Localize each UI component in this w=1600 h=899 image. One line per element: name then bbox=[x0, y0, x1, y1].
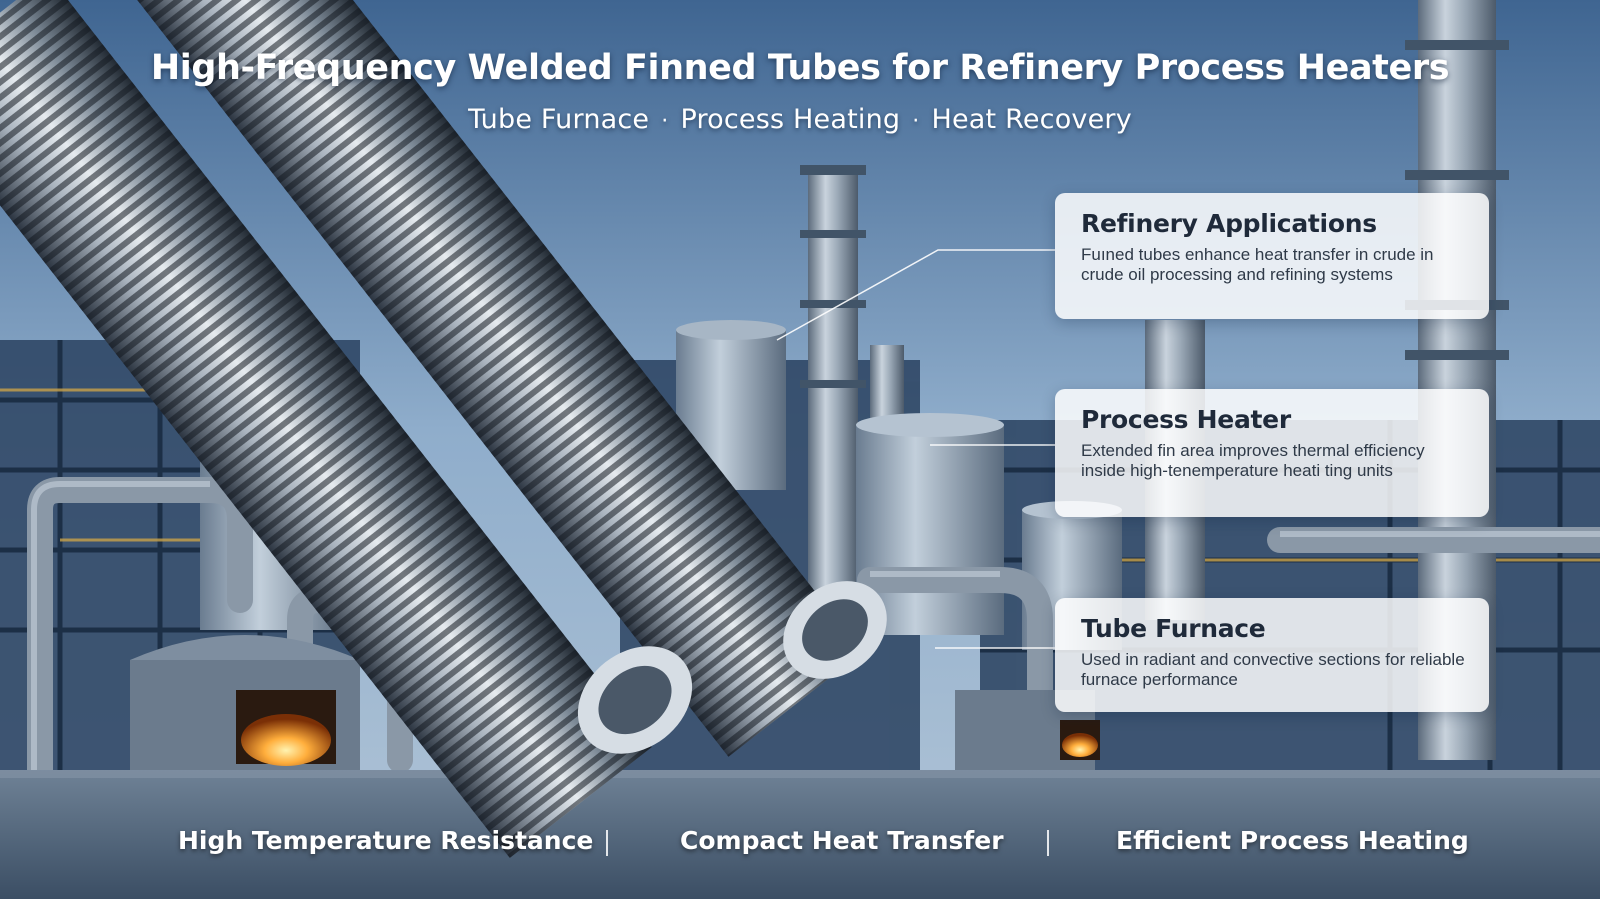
feature-high-temperature: High Temperature Resistance bbox=[178, 826, 594, 855]
furnace-fire-icon bbox=[130, 635, 1100, 770]
feature-divider bbox=[606, 830, 608, 856]
feature-divider bbox=[1047, 830, 1049, 856]
card-text: Extended fin area improves thermal effic… bbox=[1081, 441, 1425, 480]
card-process-heater: Process Heater Extended fin area improve… bbox=[1055, 389, 1489, 517]
card-title: Tube Furnace bbox=[1081, 614, 1266, 643]
card-text: Fuıned tubes enhance heat transfer in cr… bbox=[1081, 245, 1434, 284]
tag-separator: · bbox=[661, 109, 669, 134]
feature-efficient-heating: Efficient Process Heating bbox=[1116, 826, 1469, 855]
card-tube-furnace: Tube Furnace Used in radiant and convect… bbox=[1055, 598, 1489, 712]
finned-tube-icon bbox=[0, 0, 887, 858]
subtitle-tags: Tube Furnace · Process Heating · Heat Recove… bbox=[0, 104, 1600, 135]
page-title: High-Frequency Welded Finned Tubes for R… bbox=[150, 48, 1450, 88]
distillation-column-icon bbox=[800, 0, 1509, 760]
card-text: Used in radiant and convective sections … bbox=[1081, 650, 1465, 689]
card-title: Refinery Applications bbox=[1081, 209, 1377, 238]
tag-heat-recovery: Heat Recovery bbox=[931, 104, 1132, 135]
tag-tube-furnace: Tube Furnace bbox=[468, 104, 650, 135]
card-refinery-applications: Refinery Applications Fuıned tubes enhan… bbox=[1055, 193, 1489, 319]
tag-separator: · bbox=[912, 109, 920, 134]
feature-compact-heat-transfer: Compact Heat Transfer bbox=[680, 826, 1004, 855]
card-title: Process Heater bbox=[1081, 405, 1291, 434]
tag-process-heating: Process Heating bbox=[680, 104, 901, 135]
feature-bar: High Temperature Resistance Compact Heat… bbox=[0, 826, 1600, 870]
